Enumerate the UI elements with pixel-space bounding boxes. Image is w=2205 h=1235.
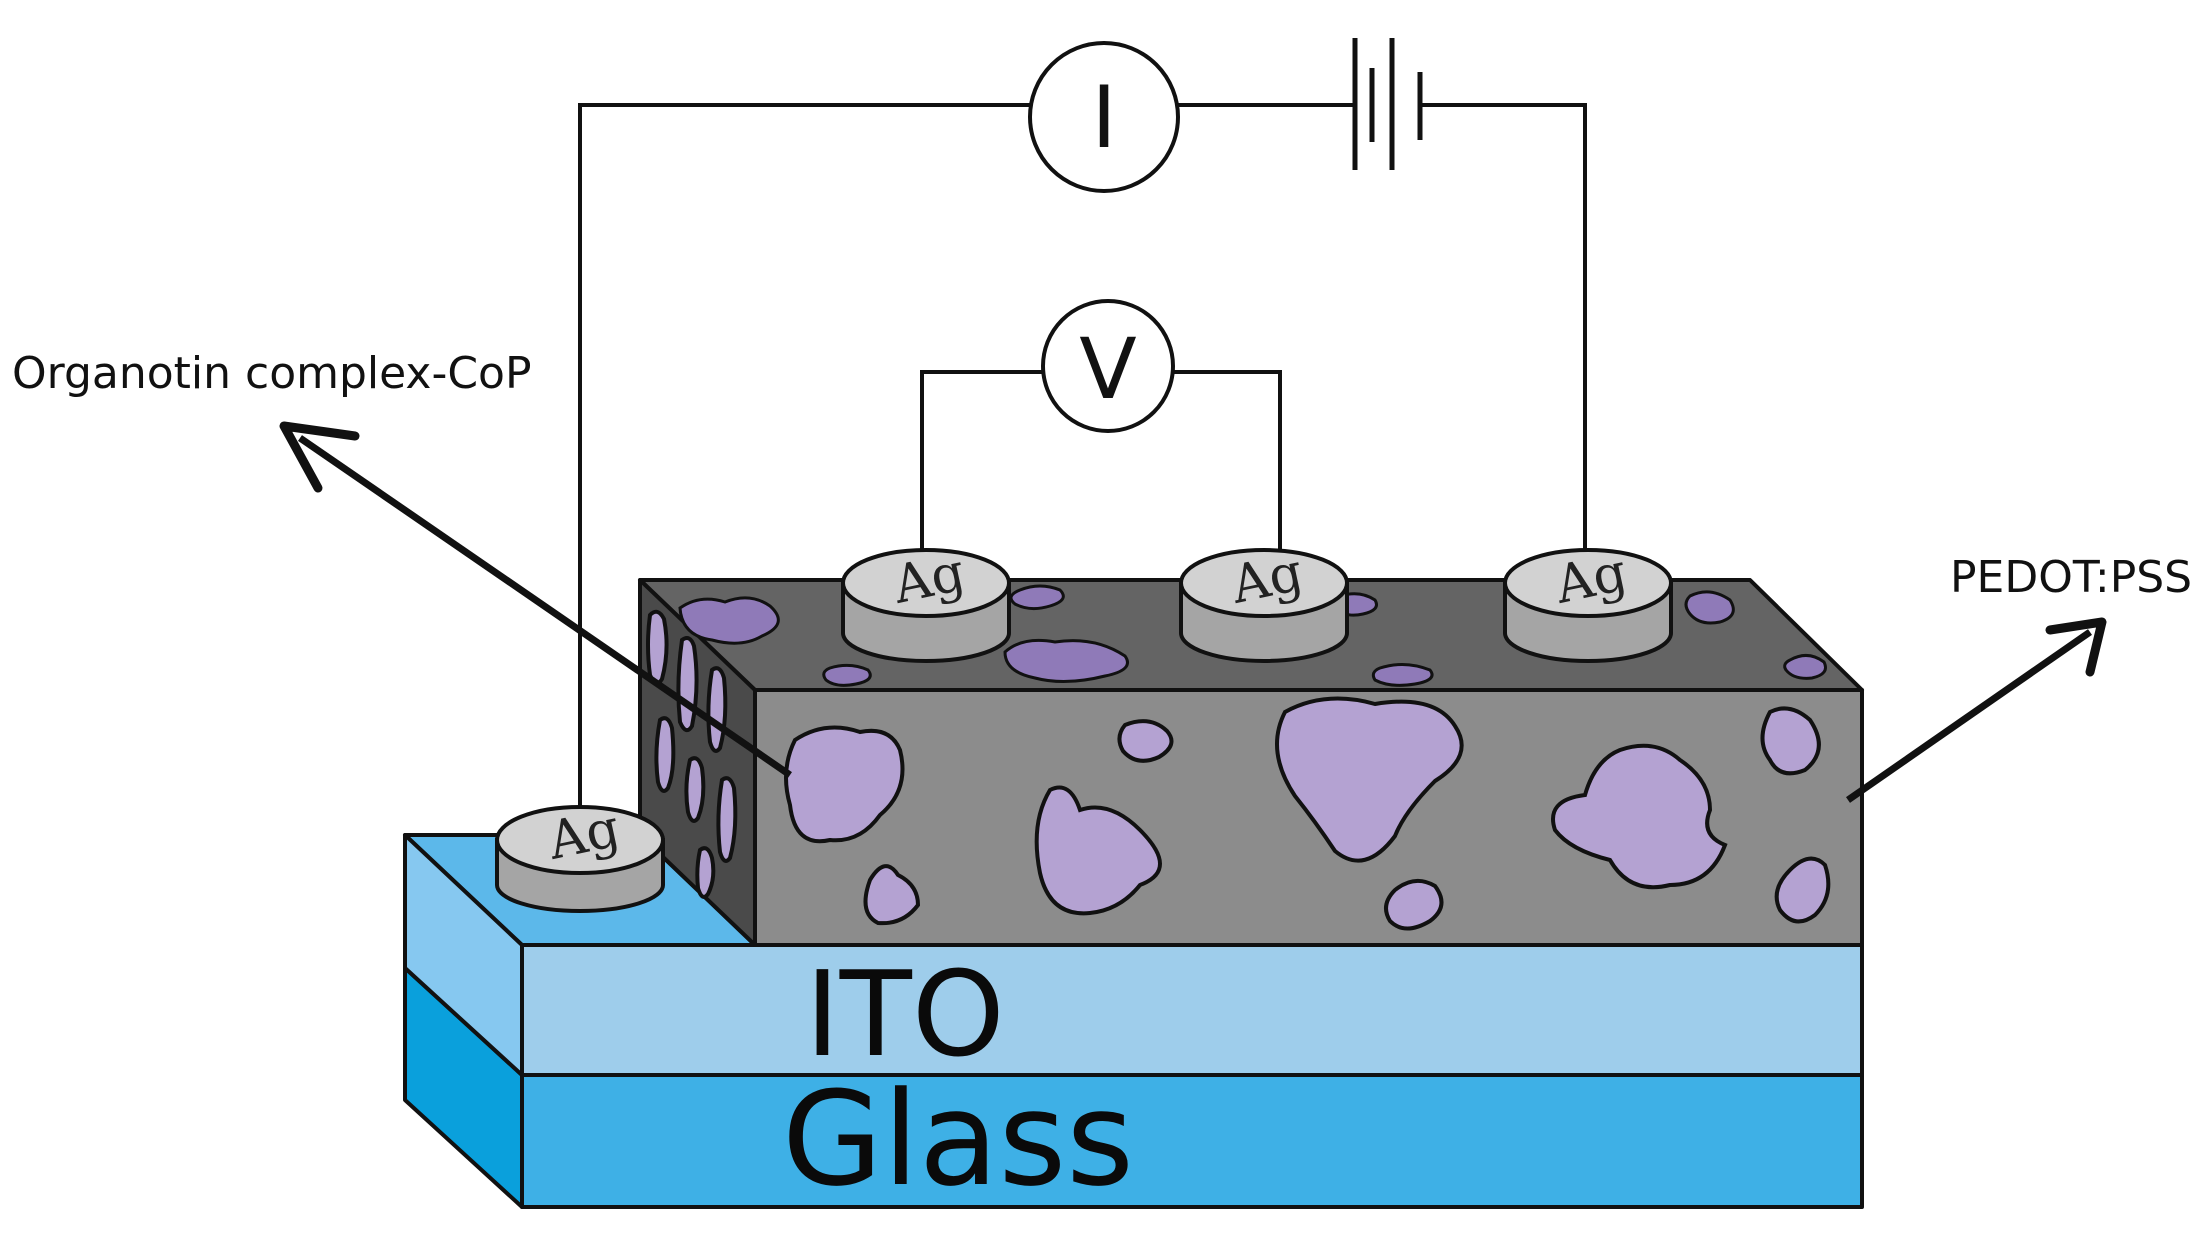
ito-front: [520, 943, 1864, 1077]
electrode-3-label: Ag: [1225, 542, 1308, 616]
wire-right: [1420, 103, 1587, 560]
voltmeter-label: V: [1079, 320, 1136, 418]
front-particles: [784, 696, 1831, 931]
ammeter-label: I: [1091, 68, 1116, 168]
ag-electrode-4: Ag: [1503, 542, 1673, 663]
voltmeter: V: [1041, 299, 1175, 433]
electrode-2-label: Ag: [887, 542, 970, 616]
glass-layer: Glass: [403, 966, 1864, 1215]
ag-electrode-1: Ag: [495, 798, 665, 913]
electrode-4-label: Ag: [1549, 542, 1632, 616]
glass-label: Glass: [782, 1063, 1134, 1215]
top-particles: [678, 584, 1827, 687]
glass-front: [520, 1073, 1864, 1209]
ito-label: ITO: [805, 945, 1005, 1083]
wire-voltmeter-right: [1173, 370, 1282, 560]
ammeter: I: [1028, 41, 1180, 193]
electrode-1-label: Ag: [542, 798, 625, 872]
circuit-wires: [578, 103, 1587, 825]
wire-voltmeter-left: [920, 370, 1043, 560]
pedot-label: PEDOT:PSS: [1950, 552, 2192, 603]
wire-left: [578, 103, 1030, 825]
pedot-arrow-icon: [1846, 617, 2107, 803]
organotin-arrow-icon: [279, 421, 792, 778]
organotin-label: Organotin complex-CoP: [12, 348, 532, 399]
ag-electrode-2: Ag: [841, 542, 1011, 663]
battery-icon: [1352, 38, 1423, 170]
ag-electrode-3: Ag: [1179, 542, 1349, 663]
